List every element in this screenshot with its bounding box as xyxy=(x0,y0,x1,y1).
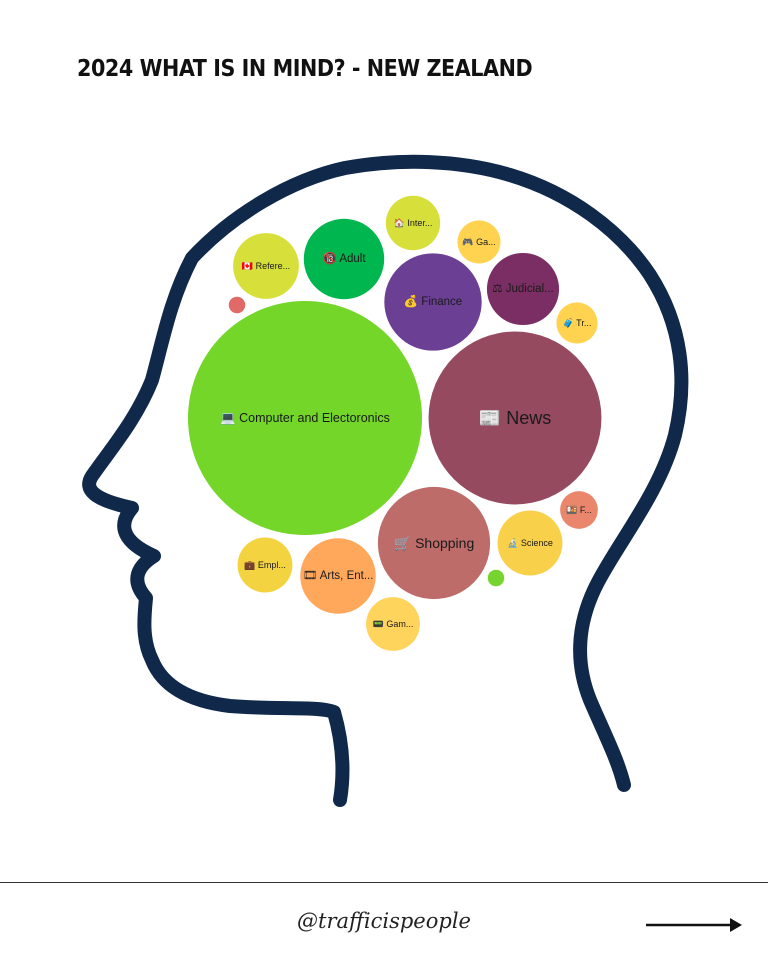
bubble-circle xyxy=(237,537,293,593)
bubble-gam[interactable]: 📟 Gam... xyxy=(366,597,420,651)
bubble-label: 🇨🇦 Refere... xyxy=(242,261,290,271)
bubbles-layer: 💻 Computer and Electoronics 📰 News 🛒 Shopp… xyxy=(188,195,602,651)
bubble-news[interactable]: 📰 News xyxy=(428,331,602,505)
footer-handle: @trafficispeople xyxy=(297,909,471,933)
bubble-refere[interactable]: 🇨🇦 Refere... xyxy=(233,233,299,299)
bubble-computer-and-electoronics[interactable]: 💻 Computer and Electoronics xyxy=(188,301,422,535)
bubble-label: 🏠 Inter... xyxy=(394,218,433,228)
bubble-label: 🧳 Tr... xyxy=(563,317,592,328)
bubble-label: ⚖ Judicial... xyxy=(492,283,553,295)
bubble-circle xyxy=(228,296,246,314)
bubble-circle xyxy=(188,301,422,535)
bubble-chart: 💻 Computer and Electoronics 📰 News 🛒 Shopp… xyxy=(82,154,689,807)
bubble-circle xyxy=(366,597,420,651)
bubble-circle xyxy=(487,569,505,587)
bubble-label: 🛒 Shopping xyxy=(394,535,475,552)
bubble-label: 🎞 Arts, Ent... xyxy=(303,570,374,582)
bubble-circle xyxy=(233,233,299,299)
bubble-circle xyxy=(303,218,385,300)
bubble-circle xyxy=(300,538,376,614)
bubble-unlabeled-16[interactable] xyxy=(487,569,505,587)
bubble-inter[interactable]: 🏠 Inter... xyxy=(385,195,441,251)
bubble-circle xyxy=(385,195,441,251)
bubble-label: 💰 Finance xyxy=(404,294,462,308)
bubble-circle xyxy=(457,220,501,264)
head-silhouette-icon xyxy=(82,154,689,807)
bubble-circle xyxy=(560,491,598,529)
bubble-label: 🔬 Science xyxy=(507,537,553,548)
bubble-tr[interactable]: 🧳 Tr... xyxy=(556,302,598,344)
bubble-f[interactable]: 🍱 F... xyxy=(560,491,598,529)
bubble-circle xyxy=(384,253,482,351)
bubble-circle xyxy=(486,252,560,326)
bubble-circle xyxy=(377,486,491,600)
bubble-science[interactable]: 🔬 Science xyxy=(497,510,563,576)
bubble-arts-ent[interactable]: 🎞 Arts, Ent... xyxy=(300,538,376,614)
bubble-ga[interactable]: 🎮 Ga... xyxy=(457,220,501,264)
bubble-label: 💼 Empl... xyxy=(244,560,286,570)
bubble-adult[interactable]: 🔞 Adult xyxy=(303,218,385,300)
bubble-circle xyxy=(556,302,598,344)
arrow-right-icon[interactable] xyxy=(644,915,744,935)
bubble-circle xyxy=(497,510,563,576)
footer-divider xyxy=(0,882,768,883)
bubble-unlabeled-15[interactable] xyxy=(228,296,246,314)
bubble-label: 🎮 Ga... xyxy=(462,237,495,247)
bubble-label: 📟 Gam... xyxy=(373,619,414,629)
page-title: 2024 WHAT IS IN MIND? - NEW ZEALAND xyxy=(77,56,533,82)
bubble-judicial[interactable]: ⚖ Judicial... xyxy=(486,252,560,326)
bubble-label: 🔞 Adult xyxy=(322,251,366,265)
bubble-label: 💻 Computer and Electoronics xyxy=(220,411,390,425)
bubble-label: 📰 News xyxy=(479,408,551,428)
bubble-shopping[interactable]: 🛒 Shopping xyxy=(377,486,491,600)
bubble-label: 🍱 F... xyxy=(566,505,592,515)
bubble-finance[interactable]: 💰 Finance xyxy=(384,253,482,351)
bubble-empl[interactable]: 💼 Empl... xyxy=(237,537,293,593)
bubble-circle xyxy=(428,331,602,505)
